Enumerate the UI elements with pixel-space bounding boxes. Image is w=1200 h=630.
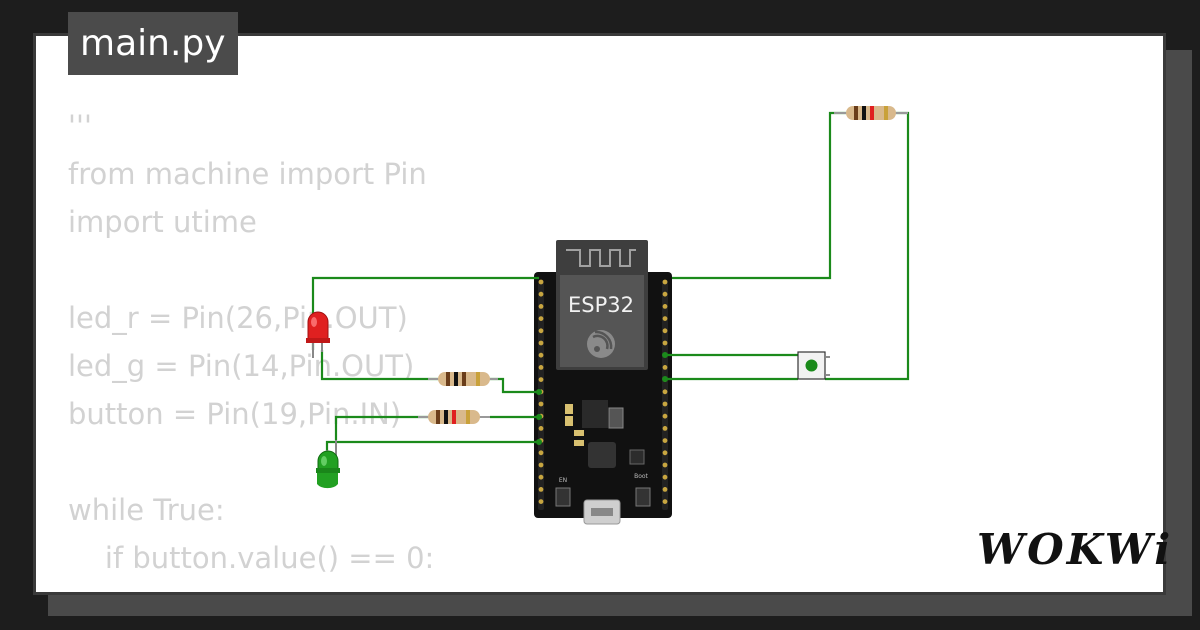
antenna-trace — [566, 249, 636, 267]
pin-pad[interactable] — [662, 389, 668, 395]
wire-endpoints — [536, 352, 668, 445]
resistor-red-led[interactable] — [428, 372, 498, 386]
pin-pad[interactable] — [662, 401, 668, 407]
smd-component — [608, 407, 624, 429]
wokwi-logo: WOKWi — [977, 525, 1174, 574]
smd-led — [565, 404, 573, 414]
pin-pad[interactable] — [538, 499, 544, 504]
pin-pad[interactable] — [538, 279, 544, 285]
wire-green-led-to-gnd — [325, 440, 539, 455]
pin-pad[interactable] — [662, 279, 668, 285]
pin-pad[interactable] — [538, 291, 544, 297]
smd-resistor — [574, 440, 584, 446]
code-line: led_r = Pin(26,Pin.OUT) — [68, 301, 408, 335]
pin-pad[interactable] — [662, 328, 668, 334]
en-label: EN — [559, 477, 567, 484]
pin-pad[interactable] — [538, 304, 544, 309]
en-button[interactable] — [555, 487, 571, 507]
code-line: led_g = Pin(14,Pin.OUT) — [68, 349, 415, 383]
wire-resistor-to-gnd — [488, 377, 539, 394]
pin-pad[interactable] — [662, 291, 668, 297]
code-background: ''' from machine import Pin import utime le… — [68, 102, 435, 592]
espressif-icon — [587, 330, 615, 358]
pin-pad[interactable] — [662, 438, 668, 443]
pin-pad[interactable] — [538, 401, 544, 407]
esp32-board[interactable]: ESP32 EN Boot — [534, 240, 672, 525]
pin-pad[interactable] — [538, 352, 544, 358]
regulator-chip — [582, 400, 608, 428]
boot-button[interactable] — [635, 487, 651, 507]
smd-resistor — [574, 430, 584, 436]
push-button[interactable] — [797, 351, 830, 380]
wire-3v3-to-pullup-resistor — [672, 111, 846, 280]
wire-red-led-to-resistor — [320, 350, 438, 381]
code-line: if button.value() == 0: — [68, 541, 435, 575]
green-led[interactable] — [316, 440, 340, 489]
resistor-green-led[interactable] — [418, 410, 490, 424]
pin-pad[interactable] — [538, 474, 544, 480]
code-line: ''' — [68, 109, 92, 143]
code-line: import utime — [68, 205, 257, 239]
pin-pad[interactable] — [538, 450, 544, 456]
pin-pad[interactable] — [538, 487, 544, 492]
wire-gpio26-to-red-led — [311, 276, 539, 350]
resistor-pullup[interactable] — [834, 106, 908, 120]
pin-pad[interactable] — [662, 304, 668, 309]
pin-pad[interactable] — [662, 499, 668, 504]
wire-pullup-to-button — [825, 111, 910, 381]
pin-pad[interactable] — [662, 426, 668, 431]
pin-pad[interactable] — [538, 377, 544, 382]
pin-pad[interactable] — [538, 316, 544, 321]
pin-pad[interactable] — [538, 462, 544, 468]
board-label: ESP32 — [568, 293, 634, 317]
wire-resistor-to-green-led — [334, 415, 428, 440]
code-line: button = Pin(19,Pin.IN) — [68, 397, 402, 431]
red-led[interactable] — [306, 311, 330, 358]
pin-pad[interactable] — [538, 365, 544, 370]
pin-pad[interactable] — [662, 340, 668, 346]
usb-slot — [591, 508, 613, 516]
file-tab[interactable]: main.py — [68, 12, 238, 75]
code-line: utime.sleep_ms(20) — [68, 582, 434, 592]
pin-pad[interactable] — [538, 328, 544, 334]
pin-pad[interactable] — [662, 413, 668, 419]
pin-pad[interactable] — [538, 340, 544, 346]
small-chip — [629, 449, 645, 465]
pin-pad[interactable] — [662, 462, 668, 468]
pin-pad[interactable] — [662, 365, 668, 370]
smd-led — [565, 416, 573, 426]
pin-pad[interactable] — [662, 474, 668, 480]
pin-pad[interactable] — [662, 316, 668, 321]
boot-label: Boot — [634, 473, 648, 480]
code-line: from machine import Pin — [68, 157, 427, 191]
pin-pad[interactable] — [662, 450, 668, 456]
code-line: while True: — [68, 493, 225, 527]
pin-pad[interactable] — [538, 426, 544, 431]
usb-chip — [588, 442, 616, 468]
pin-pad[interactable] — [662, 487, 668, 492]
